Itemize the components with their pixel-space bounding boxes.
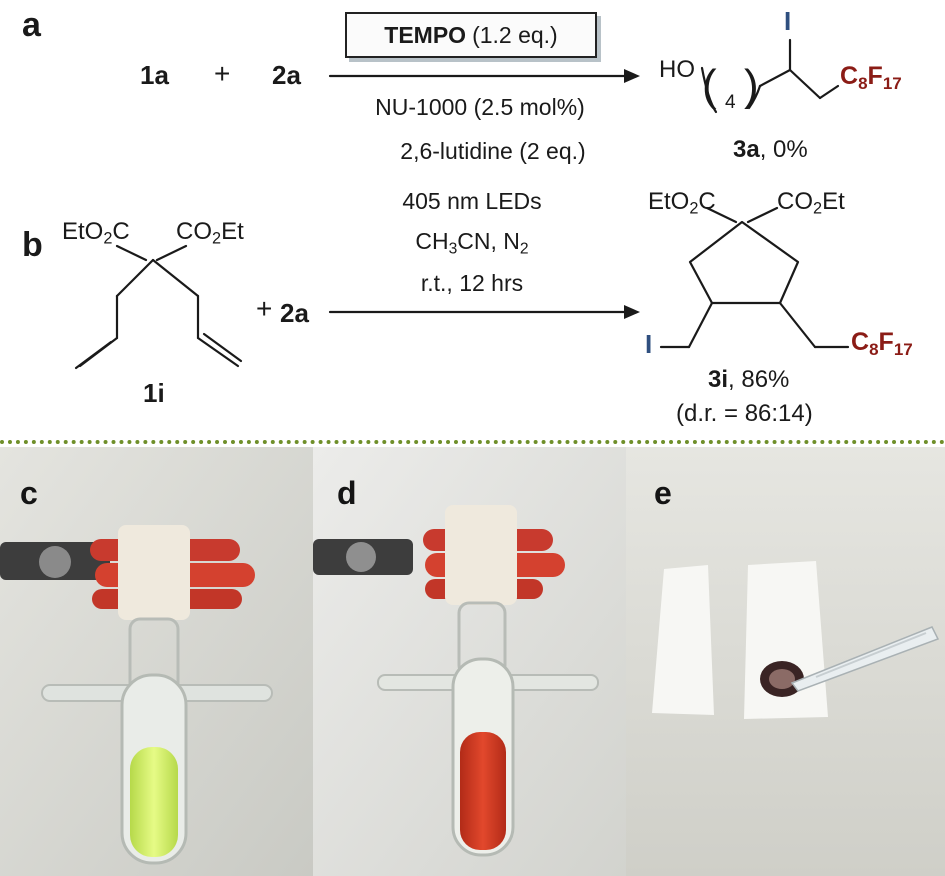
photo-e-paper-strip-test: e — [626, 447, 945, 876]
tempo-equivalents: (1.2 eq.) — [472, 21, 558, 48]
product-3a-iodine: I — [784, 6, 792, 36]
product-3a-perfluoro-group: C8F17 — [840, 62, 902, 93]
condition-solvent: CH3CN, N2 — [415, 228, 529, 258]
section-divider — [0, 440, 945, 444]
product-3i-ester-right: CO2Et — [777, 188, 845, 218]
product-3a-paren-right: ) — [744, 61, 759, 110]
product-3i-perfluoro-group: C8F17 — [851, 328, 913, 359]
result-3i-diastereomeric-ratio: (d.r. = 86:14) — [676, 400, 813, 427]
product-3a-chain — [700, 38, 840, 114]
panel-label-a: a — [22, 6, 41, 44]
condition-base: 2,6-lutidine (2 eq.) — [400, 138, 586, 164]
reactant-1i-ester-left: EtO2C — [62, 218, 130, 248]
photo-d-red-solution: d — [313, 447, 626, 876]
tempo-name: TEMPO — [384, 21, 467, 48]
reactant-2a: 2a — [272, 60, 301, 90]
reactant-1i-ester-right: CO2Et — [176, 218, 244, 248]
product-3i-iodine: I — [645, 329, 653, 359]
reactant-1i: 1i — [143, 378, 165, 408]
result-3i-yield: , 86% — [728, 366, 790, 393]
product-3i-ring — [659, 206, 850, 349]
plus-sign-a: + — [214, 58, 231, 89]
tempo-additive-box: TEMPO (1.2 eq.) — [345, 12, 597, 58]
reactant-2a-b: 2a — [280, 298, 309, 328]
reaction-arrow-b — [328, 305, 640, 319]
product-3a-repeat-count: 4 — [725, 92, 736, 113]
reaction-arrow-a — [328, 69, 640, 83]
photo-label-e: e — [654, 475, 672, 511]
condition-light: 405 nm LEDs — [402, 188, 542, 214]
photo-label-d: d — [337, 475, 357, 511]
condition-catalyst: NU-1000 (2.5 mol%) — [375, 94, 585, 120]
plus-sign-b: + — [256, 293, 273, 324]
reactant-1a: 1a — [140, 60, 169, 90]
result-3a-id: 3a — [733, 136, 760, 163]
photo-c-green-solution: c — [0, 447, 313, 876]
product-3i-ester-left: EtO2C — [648, 188, 716, 218]
product-3a-paren-left: ( — [702, 61, 717, 110]
result-3a: 3a, 0% — [733, 136, 808, 164]
result-3i: 3i, 86% — [708, 366, 789, 394]
panel-label-b: b — [22, 226, 43, 264]
diene-1i-skeleton — [74, 244, 243, 370]
condition-temperature-time: r.t., 12 hrs — [420, 270, 524, 296]
product-3a-hydroxyl: HO — [659, 56, 695, 83]
result-3a-yield: , 0% — [759, 136, 808, 163]
photo-label-c: c — [20, 475, 38, 511]
result-3i-id: 3i — [708, 366, 729, 393]
scheme-bonds — [74, 38, 850, 370]
